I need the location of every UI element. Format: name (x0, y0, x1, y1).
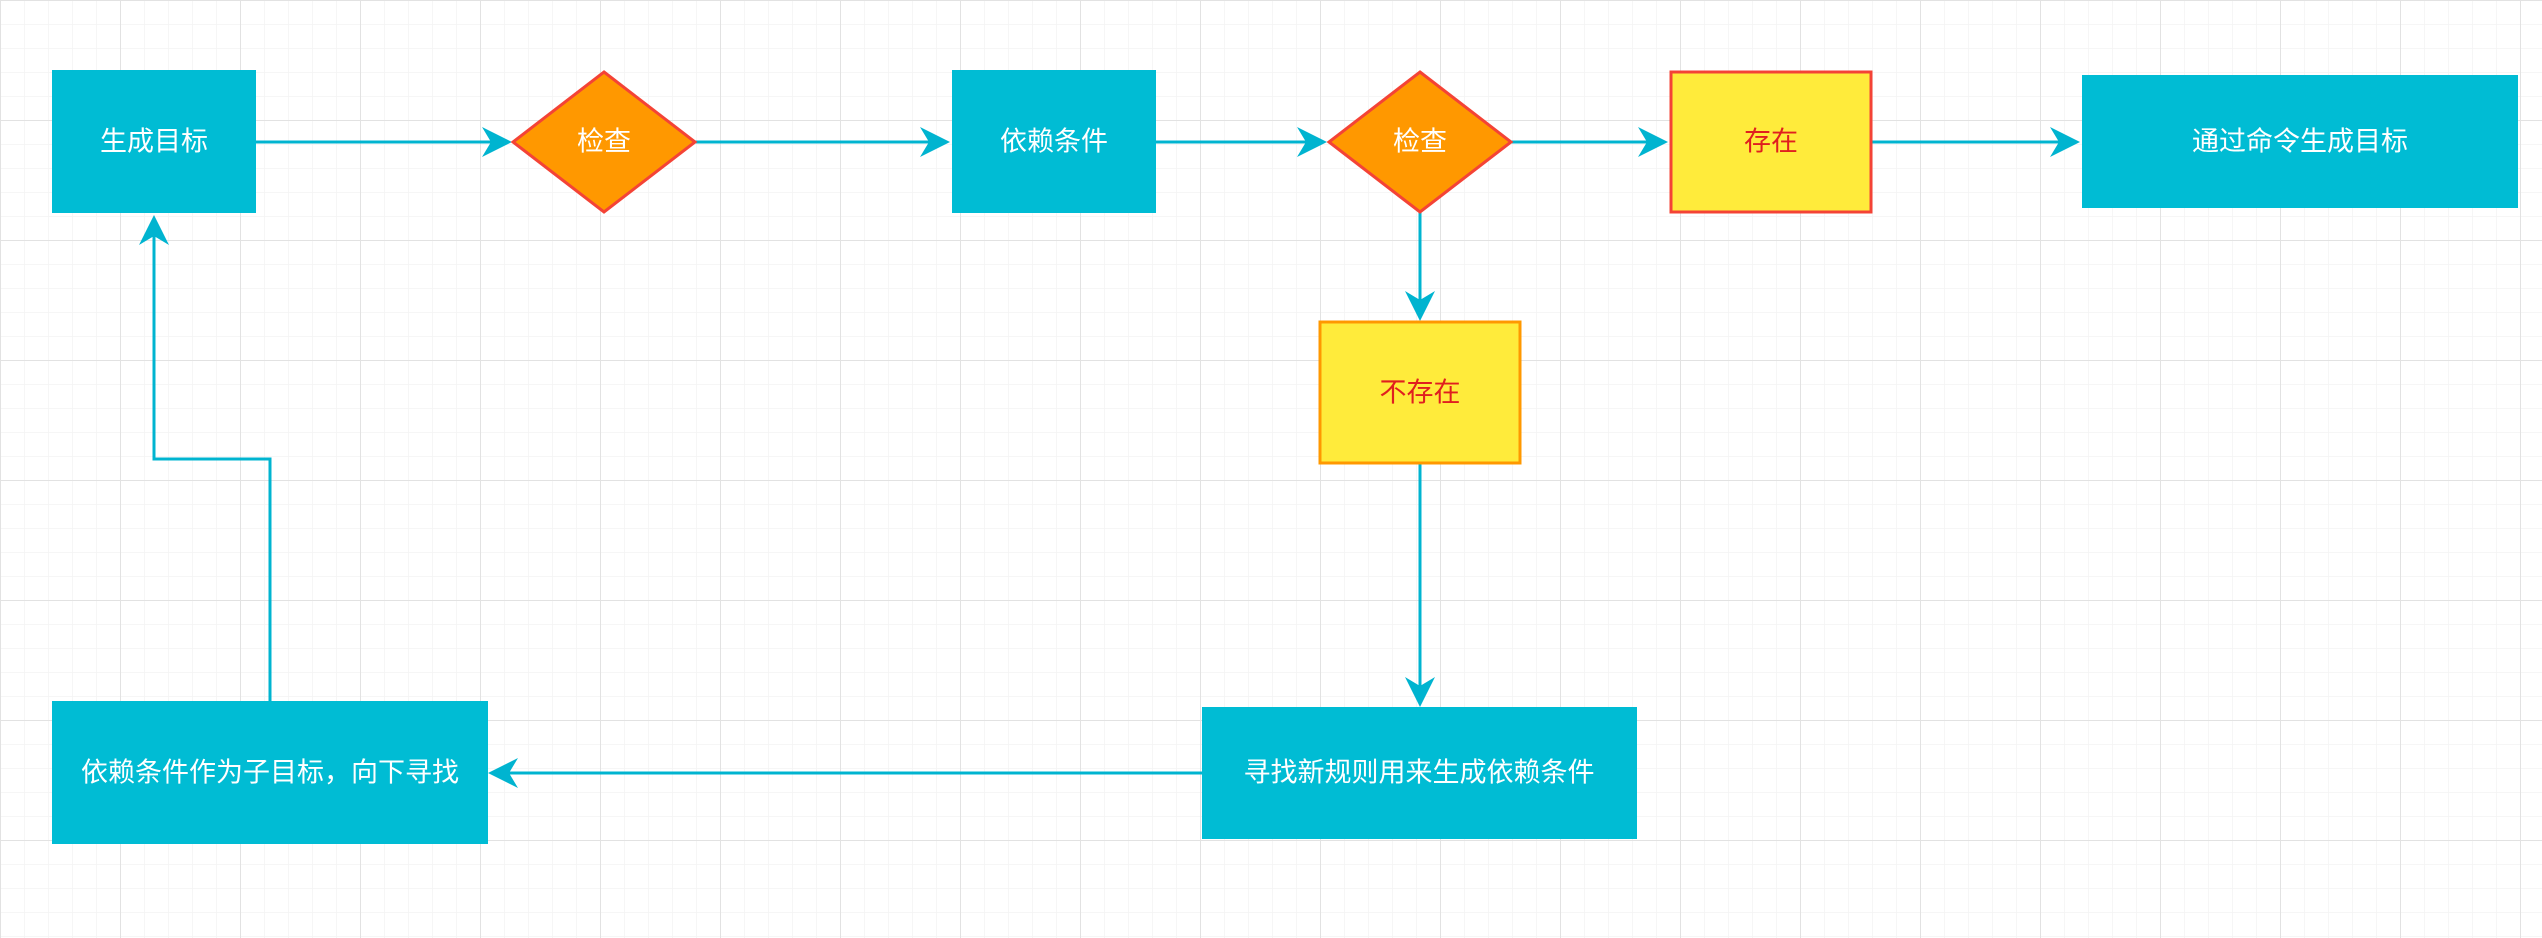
node-dependency-label: 依赖条件 (1000, 127, 1108, 158)
node-dependency-as-subgoal-label: 依赖条件作为子目标，向下寻找 (81, 758, 459, 789)
node-not-exists-label: 不存在 (1380, 378, 1461, 409)
edge-subgoal-to-generate (139, 215, 272, 701)
node-dependency[interactable]: 依赖条件 (952, 70, 1156, 213)
connectors (139, 127, 2080, 788)
node-find-new-rule-label: 寻找新规则用来生成依赖条件 (1244, 758, 1595, 789)
decision-check-2-label: 检查 (1393, 127, 1447, 158)
node-exists[interactable]: 存在 (1669, 70, 1873, 214)
node-generate-target[interactable]: 生成目标 (52, 70, 256, 213)
node-generate-target-label: 生成目标 (100, 127, 208, 158)
node-dependency-as-subgoal[interactable]: 依赖条件作为子目标，向下寻找 (52, 701, 488, 844)
node-not-exists[interactable]: 不存在 (1318, 320, 1522, 465)
node-generate-by-command-label: 通过命令生成目标 (2192, 127, 2408, 158)
decision-check-2[interactable]: 检查 (1326, 70, 1514, 214)
decision-check-1[interactable]: 检查 (510, 70, 698, 214)
decision-check-1-label: 检查 (577, 127, 631, 158)
node-find-new-rule[interactable]: 寻找新规则用来生成依赖条件 (1202, 707, 1637, 839)
node-exists-label: 存在 (1744, 127, 1798, 158)
node-generate-by-command[interactable]: 通过命令生成目标 (2082, 75, 2518, 208)
